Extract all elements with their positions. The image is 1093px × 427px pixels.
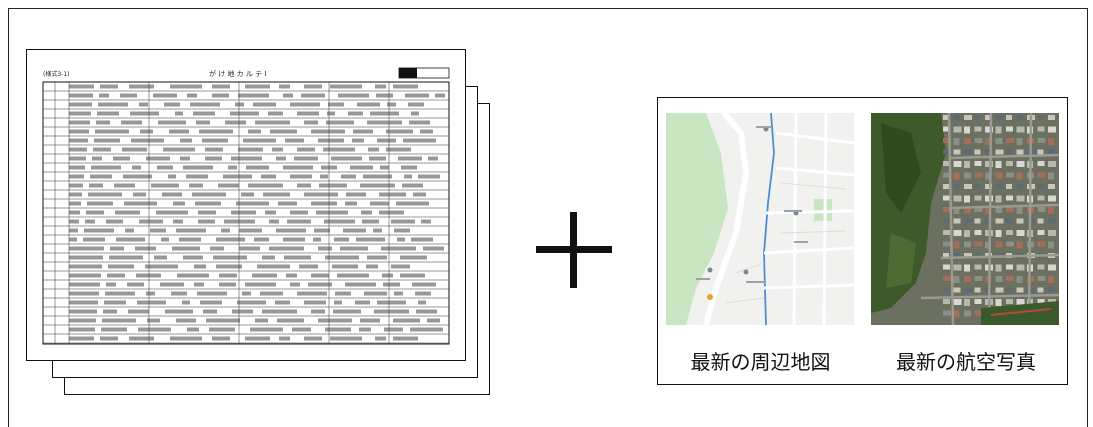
map-pin-icon [707,294,713,300]
outer-frame [8,8,1088,427]
plus-icon [536,212,612,288]
map-pin-icon [707,267,713,273]
map-pin-icon [743,269,749,275]
aerial-caption: 最新の航空写真 [896,350,1036,374]
form-label: (様式3-1) [43,70,69,78]
aerial-photo [871,113,1059,325]
map-caption: 最新の周辺地図 [690,350,831,374]
document-sheet-front: (様式3-1) が け 地 カ ル テ Ⅰ [26,49,466,361]
document-title: が け 地 カ ル テ Ⅰ [209,69,266,78]
map-photo-panel: 最新の周辺地図 最新の航空写真 [657,97,1068,385]
surrounding-map [666,113,854,325]
cliff-record-document: (様式3-1) が け 地 カ ル テ Ⅰ [42,67,450,345]
